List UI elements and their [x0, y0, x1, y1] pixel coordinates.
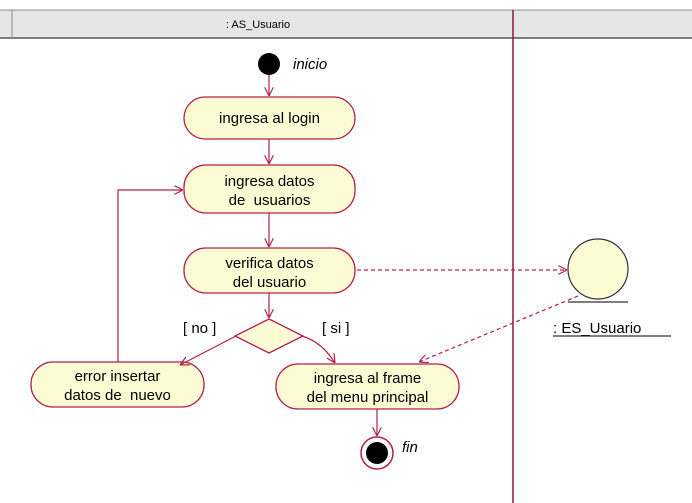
- end-node-inner: [366, 442, 388, 464]
- start-node[interactable]: [258, 53, 280, 75]
- activity-label-line1: verifica datos: [225, 255, 313, 272]
- activity-error-insertar[interactable]: error insertar datos de nuevo: [30, 361, 205, 408]
- activity-verifica-datos[interactable]: verifica datos del usuario: [183, 247, 356, 294]
- activity-label-line2: de usuarios: [229, 192, 311, 209]
- activity-label-line1: ingresa al frame: [314, 370, 422, 387]
- entity-circle: [567, 238, 629, 300]
- activity-shape: [275, 363, 460, 410]
- edge-decision-to-menu: [301, 335, 335, 363]
- activity-ingresa-menu-principal[interactable]: ingresa al frame del menu principal: [275, 363, 460, 410]
- guard-si-label: [ si ]: [322, 320, 350, 337]
- activity-label-line1: error insertar: [75, 368, 161, 385]
- decision-node[interactable]: [233, 318, 305, 354]
- entity-label: : ES_Usuario: [553, 320, 641, 337]
- edge-entity-to-menu: [419, 295, 579, 362]
- activity-label-line1: ingresa datos: [224, 173, 314, 190]
- header-background: [0, 10, 692, 38]
- end-label: fin: [402, 439, 418, 456]
- activity-label-line2: del usuario: [233, 274, 306, 291]
- edge-error-to-datos: [117, 190, 183, 362]
- swimlane-header: : AS_Usuario: [0, 9, 692, 39]
- entity-es-usuario[interactable]: : ES_Usuario: [553, 238, 671, 337]
- swimlane-title-as-usuario: : AS_Usuario: [226, 19, 290, 31]
- end-node[interactable]: [360, 436, 394, 470]
- edges: [117, 75, 579, 436]
- guard-no-label: [ no ]: [183, 320, 216, 337]
- edge-decision-to-error: [180, 335, 237, 365]
- activity-ingresa-datos-usuarios[interactable]: ingresa datos de usuarios: [183, 164, 356, 214]
- activity-ingresa-login[interactable]: ingresa al login: [183, 96, 356, 140]
- activity-label-line2: del menu principal: [307, 389, 429, 406]
- activity-label-line2: datos de nuevo: [64, 387, 171, 404]
- activity-label: ingresa al login: [219, 110, 320, 127]
- start-label: inicio: [293, 56, 327, 73]
